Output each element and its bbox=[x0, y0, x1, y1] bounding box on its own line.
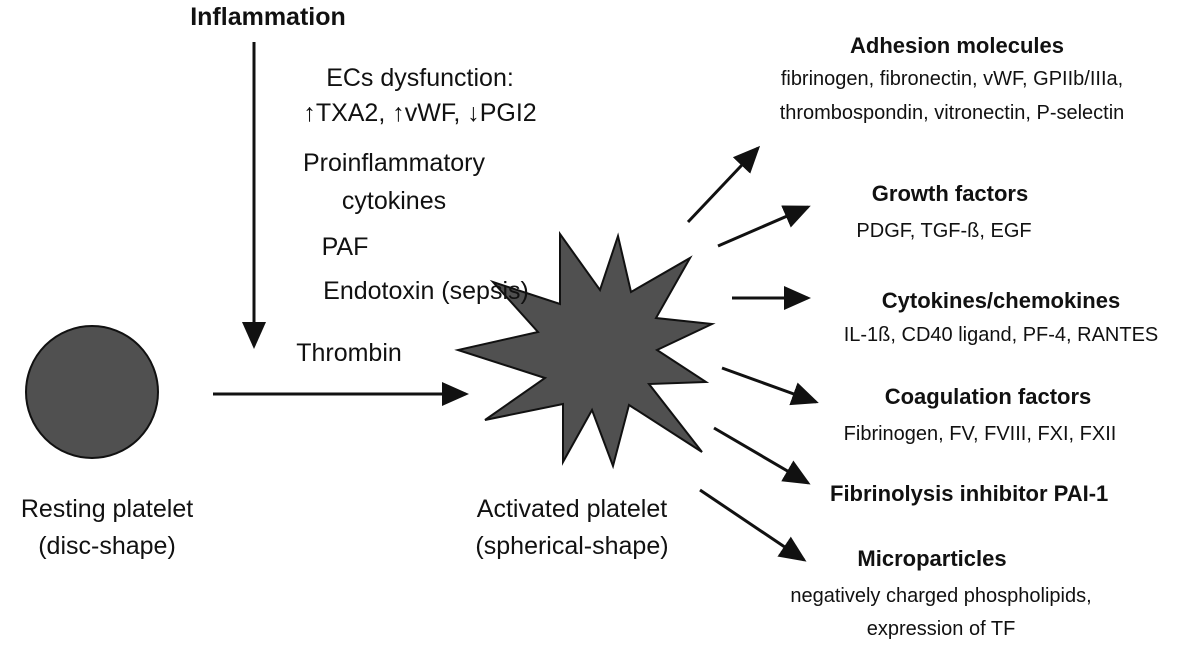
microparticles-line: negatively charged phospholipids, bbox=[790, 585, 1092, 607]
cytokines-chemokines-title: Cytokines/chemokines bbox=[881, 288, 1121, 313]
arrow-to-coagulation bbox=[721, 366, 819, 406]
cytokines-label: cytokines bbox=[341, 187, 447, 215]
resting-platelet-label: Resting platelet bbox=[20, 495, 194, 523]
resting-platelet-disc bbox=[25, 325, 159, 459]
microparticles-line: expression of TF bbox=[866, 618, 1016, 640]
activated-platelet-label: Activated platelet bbox=[476, 495, 668, 523]
coagulation-factors-line: Fibrinogen, FV, FVIII, FXI, FXII bbox=[843, 423, 1117, 445]
adhesion-molecules-line: thrombospondin, vitronectin, P-selectin bbox=[779, 102, 1125, 124]
growth-factors-title: Growth factors bbox=[871, 181, 1029, 206]
arrow-to-microparticles bbox=[699, 488, 807, 562]
arrow-to-fibrinolysis bbox=[713, 426, 811, 485]
ecs-dysfunction-title: ECs dysfunction: bbox=[326, 64, 514, 92]
activated-platelet-star bbox=[454, 230, 716, 470]
ecs-dysfunction-detail: ↑TXA2, ↑vWF, ↓PGI2 bbox=[303, 99, 537, 127]
proinflammatory-label: Proinflammatory bbox=[303, 149, 485, 177]
activated-platelet-shape: (spherical-shape) bbox=[475, 532, 669, 560]
endotoxin-label: Endotoxin (sepsis) bbox=[323, 277, 529, 305]
arrow-to-adhesion bbox=[686, 145, 761, 224]
adhesion-molecules-line: fibrinogen, fibronectin, vWF, GPIIb/IIIa… bbox=[780, 68, 1124, 90]
resting-platelet-shape: (disc-shape) bbox=[38, 532, 176, 560]
fibrinolysis-inhibitor-title: Fibrinolysis inhibitor PAI-1 bbox=[830, 481, 1109, 506]
coagulation-factors-title: Coagulation factors bbox=[884, 384, 1092, 409]
arrow-to-growth bbox=[717, 205, 811, 248]
paf-label: PAF bbox=[321, 233, 369, 261]
adhesion-molecules-title: Adhesion molecules bbox=[850, 33, 1064, 58]
thrombin-label: Thrombin bbox=[296, 339, 402, 367]
cytokines-chemokines-line: IL-1ß, CD40 ligand, PF-4, RANTES bbox=[843, 324, 1159, 346]
inflammation-label: Inflammation bbox=[190, 3, 346, 31]
growth-factors-line: PDGF, TGF-ß, EGF bbox=[856, 220, 1032, 242]
microparticles-title: Microparticles bbox=[857, 546, 1007, 571]
